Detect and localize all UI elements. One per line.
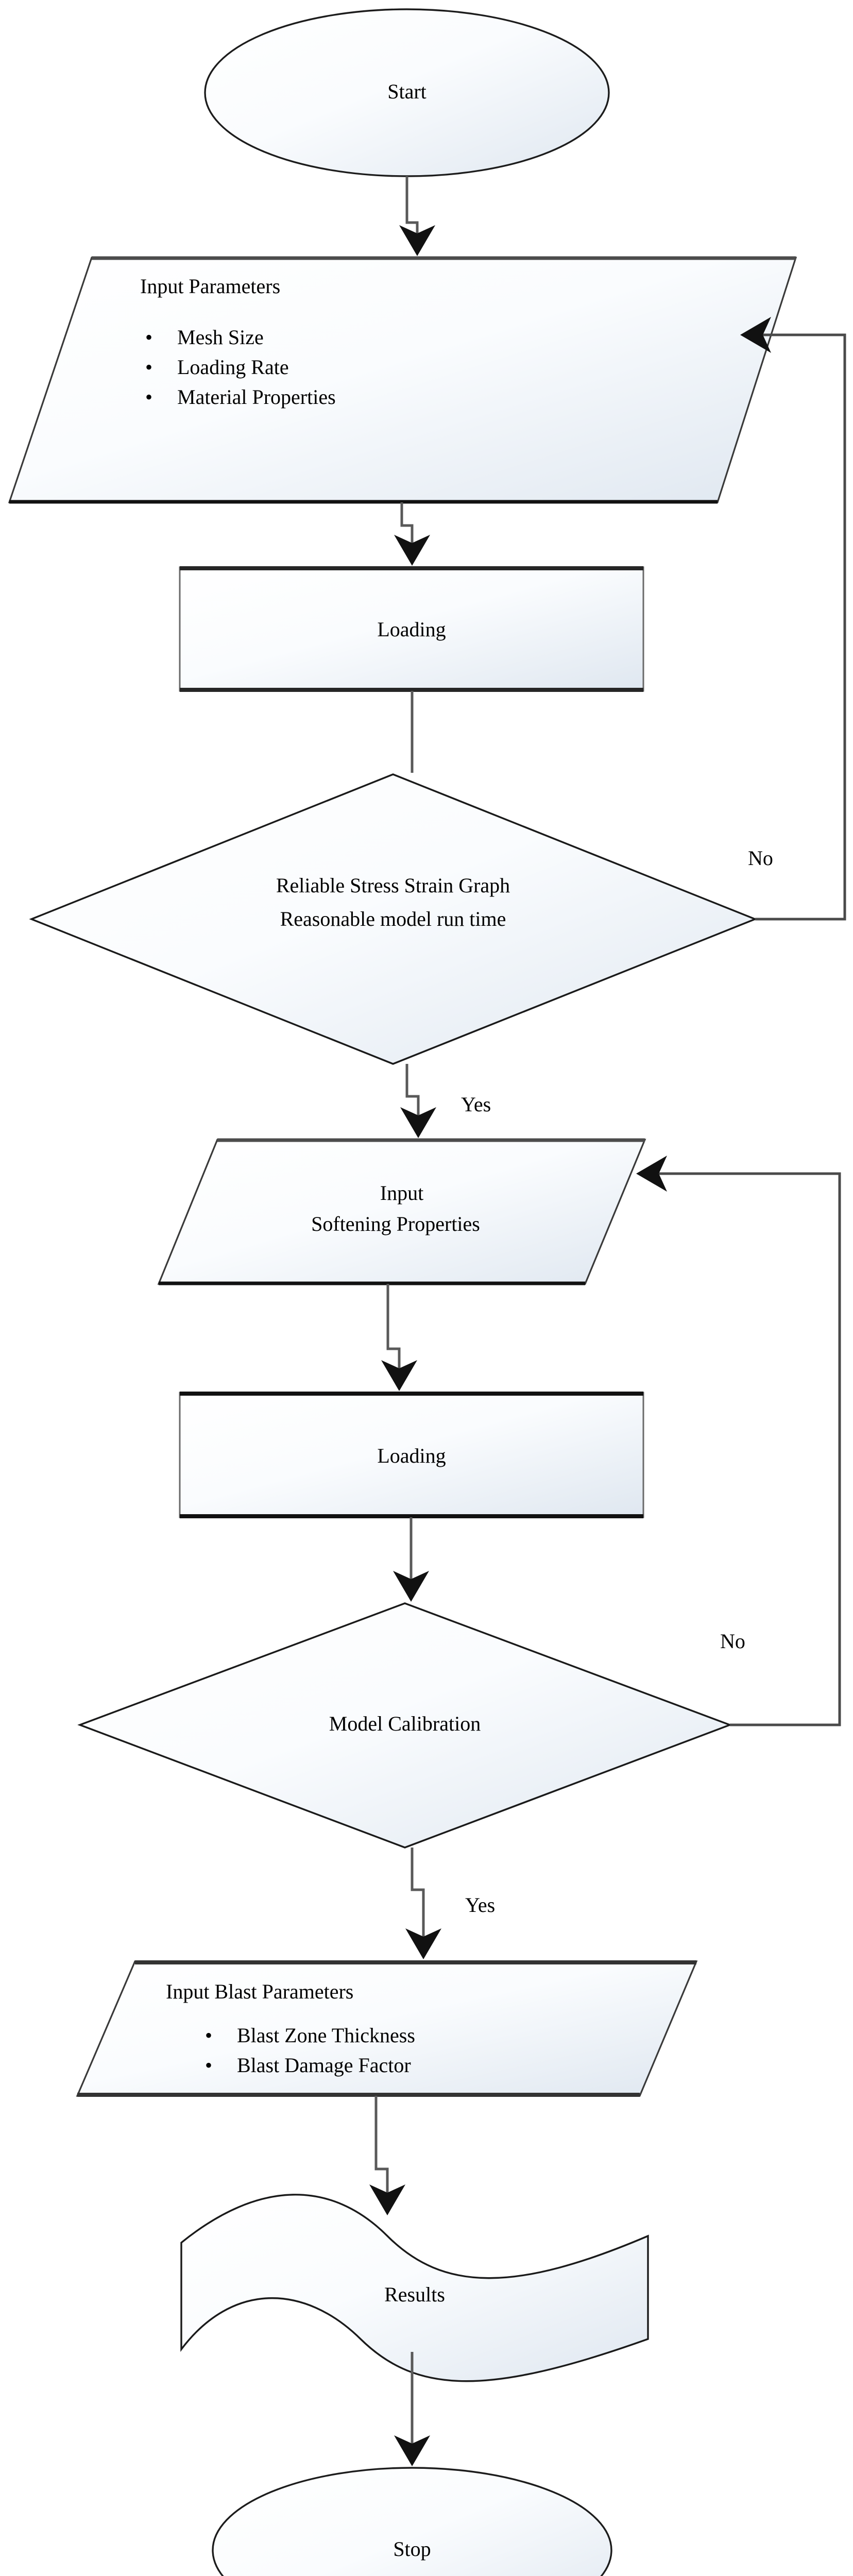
edge-label-decision-2-no: No	[720, 1630, 745, 1653]
node-loading-1-shape	[179, 566, 644, 692]
node-decision-2-label: Model Calibration	[329, 1712, 481, 1735]
node-start-label: Start	[387, 80, 426, 103]
list-item: Mesh Size	[145, 323, 336, 352]
list-item: Blast Zone Thickness	[205, 2021, 415, 2050]
edge-decision-1-yes-to-input-softening	[400, 1064, 436, 1138]
edge-decision-2-no-loop	[636, 1156, 841, 1726]
edge-decision-1-no-loop	[740, 317, 846, 921]
node-decision-1-line1: Reliable Stress Strain Graph	[276, 874, 510, 897]
node-loading-2-label: Loading	[377, 1444, 446, 1467]
edge-start-to-input-parameters	[399, 176, 435, 256]
node-results-label: Results	[384, 2283, 445, 2306]
node-input-parameters-title: Input Parameters	[140, 275, 281, 298]
node-loading-1-label: Loading	[377, 618, 446, 641]
node-input-blast-title: Input Blast Parameters	[166, 1980, 354, 2003]
edge-label-decision-1-no: No	[748, 846, 773, 870]
node-results-shape	[180, 2194, 649, 2382]
node-input-softening-line2: Softening Properties	[311, 1212, 480, 1235]
node-stop-label: Stop	[393, 2537, 431, 2561]
node-input-parameters-bullets: Mesh Size Loading Rate Material Properti…	[145, 323, 336, 412]
list-item: Loading Rate	[145, 352, 336, 382]
node-input-blast-bullets: Blast Zone Thickness Blast Damage Factor	[205, 2021, 415, 2080]
node-input-softening-line1: Input	[380, 1181, 424, 1205]
node-stop-shape	[212, 2467, 612, 2576]
node-decision-1-line2: Reasonable model run time	[280, 907, 506, 930]
edge-label-decision-2-yes: Yes	[465, 1893, 496, 1917]
list-item: Blast Damage Factor	[205, 2050, 415, 2080]
node-decision-2-shape	[77, 1602, 732, 1849]
edge-input-parameters-to-loading-1	[394, 502, 430, 566]
node-input-parameters-shape	[8, 257, 797, 503]
edge-label-decision-1-yes: Yes	[461, 1093, 491, 1116]
node-decision-1-shape	[29, 773, 758, 1065]
edge-input-softening-to-loading-2	[381, 1284, 417, 1391]
list-item: Material Properties	[145, 382, 336, 412]
edge-input-blast-to-results	[369, 2096, 405, 2215]
edge-decision-2-yes-to-input-blast	[405, 1848, 441, 1959]
